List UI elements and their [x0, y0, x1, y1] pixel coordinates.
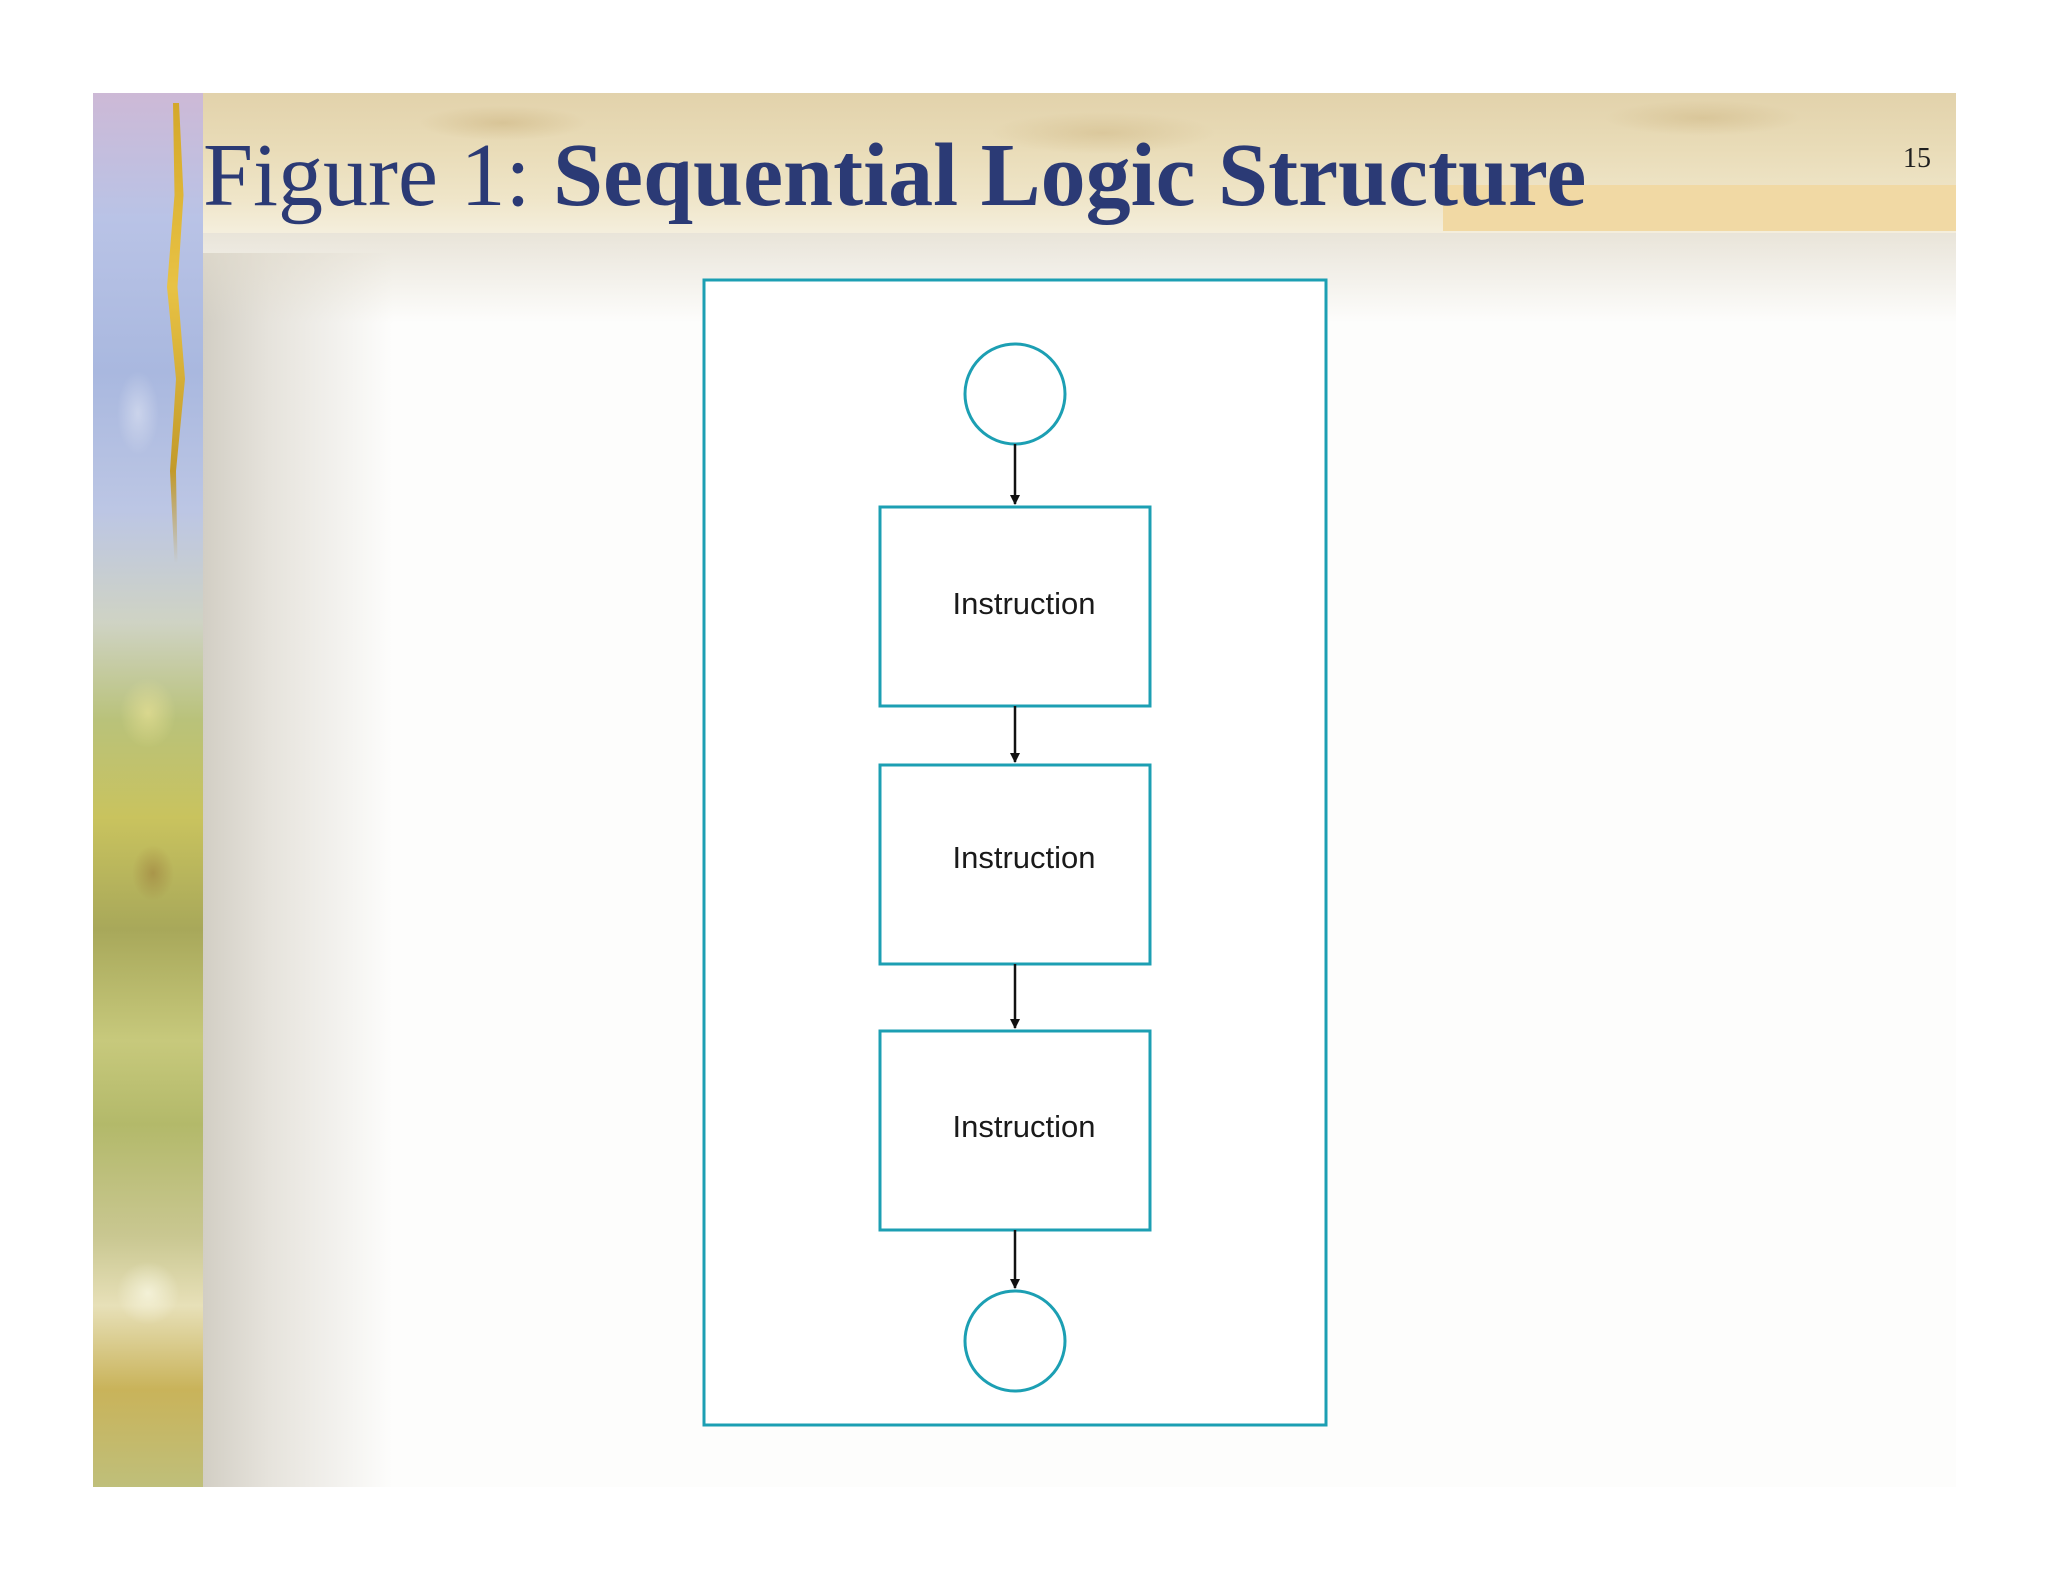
title-prefix: Figure 1:	[203, 126, 553, 225]
process-node-2: Instruction	[878, 763, 1152, 966]
process-node-3: Instruction	[878, 1029, 1152, 1232]
decorative-floral-strip	[93, 93, 203, 1487]
process-node-1: Instruction	[878, 505, 1152, 708]
end-node	[963, 1289, 1067, 1393]
slide-title: Figure 1: Sequential Logic Structure	[203, 131, 1586, 221]
process-node-2-label: Instruction	[952, 840, 1095, 875]
title-accent-bar	[1443, 185, 1956, 231]
page-number: 15	[1903, 143, 1931, 174]
title-bold: Sequential Logic Structure	[552, 126, 1587, 225]
start-node	[963, 342, 1067, 446]
process-node-3-label: Instruction	[952, 1109, 1095, 1144]
process-node-1-label: Instruction	[952, 586, 1095, 621]
strip-shadow	[203, 253, 393, 1487]
